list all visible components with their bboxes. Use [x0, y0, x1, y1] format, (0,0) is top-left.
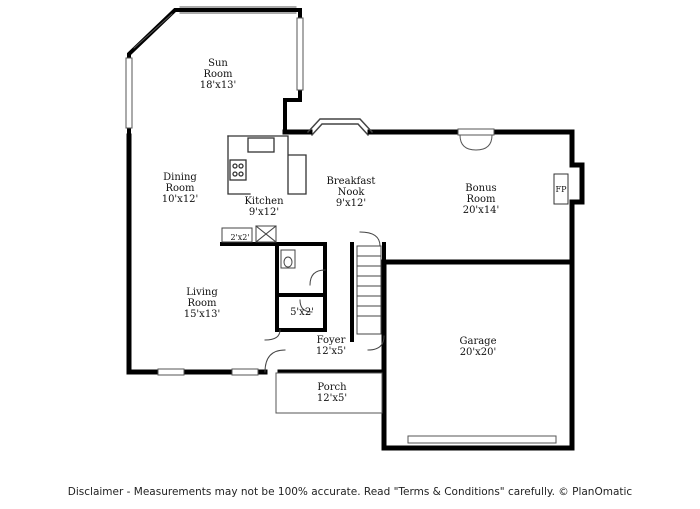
porch-label: Porch 12'x5' — [317, 382, 347, 404]
fireplace-box — [553, 173, 569, 205]
living-room-name: Living Room — [186, 287, 218, 309]
foyer-label: Foyer 12'x5' — [316, 335, 346, 357]
fireplace-label: FP — [556, 185, 567, 194]
closet-details — [221, 225, 326, 313]
exterior-walls — [126, 129, 585, 451]
porch-name: Porch — [317, 382, 347, 393]
dining-room-name: Dining Room — [163, 172, 197, 194]
sun-room-name: Sun Room — [203, 58, 233, 80]
foyer-size: 12'x5' — [315, 346, 347, 357]
living-room-label: Living Room 15'x13' — [184, 287, 221, 320]
garage-size: 20'x20' — [459, 347, 497, 358]
living-room-size: 15'x13' — [183, 309, 221, 320]
bay-window — [306, 118, 374, 137]
stairs — [356, 231, 385, 351]
front-door — [264, 329, 286, 373]
bath-size: 5'x2' — [290, 307, 314, 318]
bonus-room-label: Bonus Room 20'x14' — [463, 183, 500, 216]
sun-room-windows — [125, 6, 304, 129]
porch — [275, 372, 383, 414]
breakfast-nook-label: Breakfast Nook 9'x12' — [327, 176, 376, 209]
foyer-name: Foyer — [316, 335, 346, 346]
kitchen-name: Kitchen — [244, 196, 284, 207]
garage-door — [407, 435, 557, 444]
sun-room-size: 18'x13' — [199, 80, 237, 91]
kitchen-size: 9'x12' — [248, 207, 280, 218]
bonus-room-name: Bonus Room — [465, 183, 497, 205]
sun-room-walls — [127, 8, 302, 140]
fireplace-name: FP — [555, 185, 567, 194]
garage-name: Garage — [459, 336, 497, 347]
porch-size: 12'x5' — [316, 393, 348, 404]
small-closet-size: 2'x2' — [230, 233, 250, 242]
dining-room-label: Dining Room 10'x12' — [162, 172, 199, 205]
disclaimer-text: Disclaimer - Measurements may not be 100… — [67, 486, 633, 498]
kitchen-label: Kitchen 9'x12' — [244, 196, 283, 218]
kitchen-counters — [227, 135, 307, 195]
small-closet-label: 2'x2' — [230, 233, 249, 242]
breakfast-nook-name: Breakfast Nook — [326, 176, 376, 198]
bonus-room-size: 20'x14' — [462, 205, 500, 216]
breakfast-nook-size: 9'x12' — [335, 198, 367, 209]
sun-room-label: Sun Room 18'x13' — [200, 58, 237, 91]
garage-label: Garage 20'x20' — [459, 336, 496, 358]
interior-walls — [220, 242, 386, 342]
dining-room-size: 10'x12' — [161, 194, 199, 205]
bonus-door — [457, 128, 495, 151]
bath-label: 5'x2' — [290, 307, 314, 318]
living-windows — [157, 368, 259, 376]
